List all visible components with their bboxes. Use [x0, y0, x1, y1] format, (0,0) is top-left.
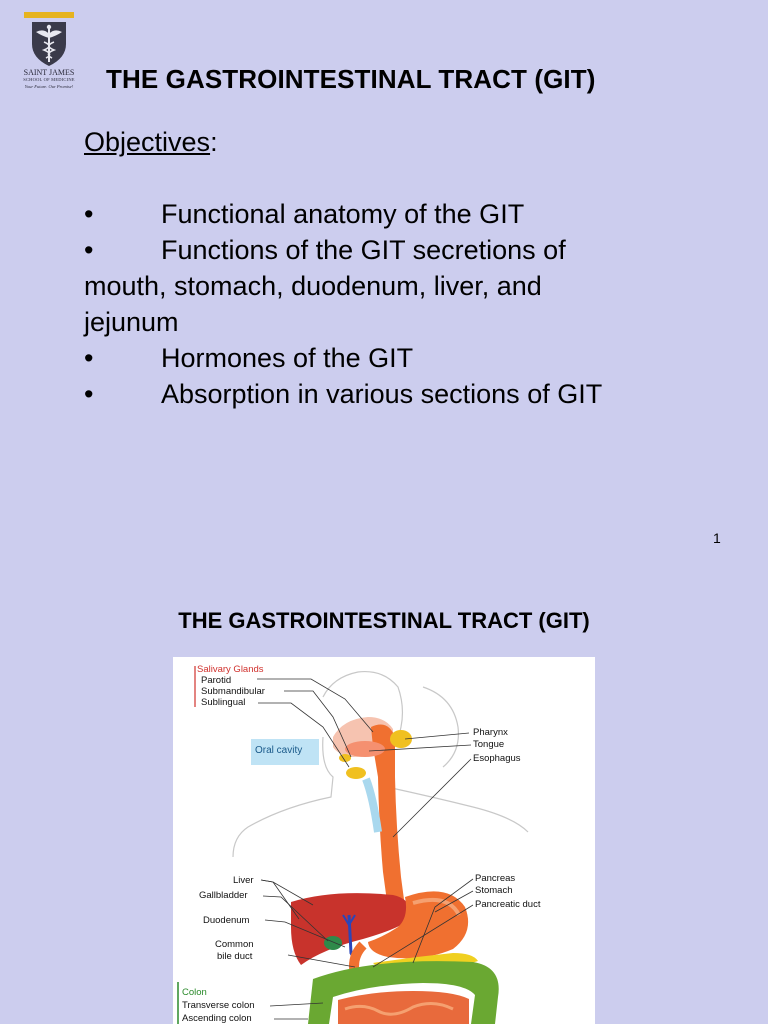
objectives-heading: Objectives: — [84, 127, 218, 158]
label-parotid: Parotid — [201, 675, 232, 686]
label-duodenum: Duodenum — [203, 915, 250, 926]
slide-title: THE GASTROINTESTINAL TRACT (GIT) — [106, 64, 596, 94]
label-oral-cavity: Oral cavity — [255, 745, 303, 756]
bullet-text: Absorption in various sections of GIT — [161, 379, 603, 409]
bullet-text: Functional anatomy of the GIT — [161, 199, 525, 229]
list-item: • Functions of the GIT secretions of — [84, 232, 704, 268]
label-pharynx: Pharynx — [473, 727, 508, 738]
label-liver: Liver — [233, 875, 254, 886]
list-item: • Absorption in various sections of GIT — [84, 376, 704, 412]
anatomy-illustration — [177, 666, 529, 1024]
bullet-symbol: • — [84, 235, 94, 265]
page-number: 1 — [713, 530, 721, 546]
oral-cavity-box: Oral cavity — [251, 739, 319, 765]
slide2-title: THE GASTROINTESTINAL TRACT (GIT) — [178, 608, 590, 633]
objectives-label: Objectives — [84, 127, 211, 157]
label-transverse-colon: Transverse colon — [182, 1000, 255, 1011]
label-sublingual: Sublingual — [201, 697, 246, 708]
logo-school-name: SAINT JAMES — [23, 68, 75, 77]
bullet-continuation: mouth, stomach, duodenum, liver, and — [84, 271, 542, 301]
label-pancreatic-duct: Pancreatic duct — [475, 899, 541, 910]
label-tongue: Tongue — [473, 739, 505, 750]
label-stomach: Stomach — [475, 885, 513, 896]
label-colon: Colon — [182, 987, 207, 998]
git-anatomy-diagram: Salivary Glands Parotid Submandibular Su… — [173, 657, 595, 1024]
school-logo: SAINT JAMES SCHOOL OF MEDICINE Your Futu… — [14, 12, 84, 94]
bullet-symbol: • — [84, 343, 94, 373]
label-esophagus: Esophagus — [473, 753, 521, 764]
bullet-text: Hormones of the GIT — [161, 343, 414, 373]
bullet-text: Functions of the GIT secretions of — [161, 235, 566, 265]
label-submandibular: Submandibular — [201, 686, 265, 697]
objectives-colon: : — [210, 127, 218, 157]
bullet-symbol: • — [84, 199, 94, 229]
label-gallbladder: Gallbladder — [199, 890, 248, 901]
logo-school-subtitle: SCHOOL OF MEDICINE — [23, 77, 75, 82]
label-salivary-glands: Salivary Glands — [197, 664, 264, 675]
objectives-list: • Functional anatomy of the GIT • Functi… — [84, 196, 704, 412]
caduceus-icon — [32, 22, 66, 66]
bullet-continuation: jejunum — [84, 307, 179, 337]
label-common: Common — [215, 939, 254, 950]
list-item: • Hormones of the GIT — [84, 340, 704, 376]
bullet-symbol: • — [84, 379, 94, 409]
logo-accent-bar — [24, 12, 74, 18]
label-pancreas: Pancreas — [475, 873, 516, 884]
label-bile-duct: bile duct — [217, 951, 253, 962]
logo-tagline: Your Future. Our Promise! — [24, 84, 74, 89]
list-item: • Functional anatomy of the GIT — [84, 196, 704, 232]
label-ascending-colon: Ascending colon — [182, 1013, 252, 1024]
